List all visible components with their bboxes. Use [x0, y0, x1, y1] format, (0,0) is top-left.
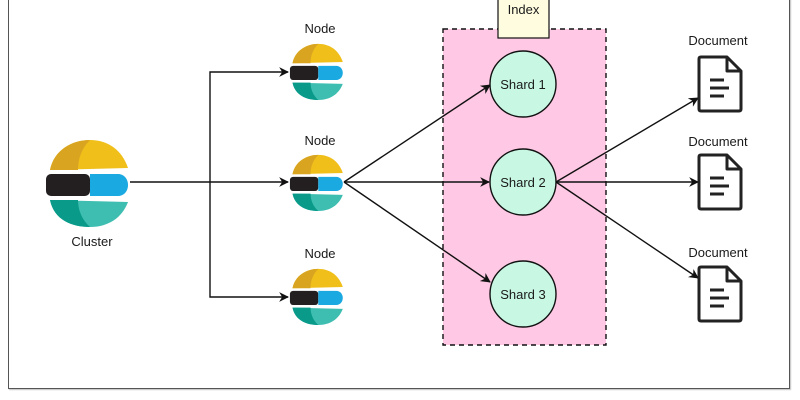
shard-2: Shard 2 — [489, 148, 557, 216]
elastic-logo-icon — [289, 268, 343, 325]
shard-circle — [489, 50, 557, 118]
document-label: Document — [688, 33, 748, 48]
elastic-logo-icon — [46, 140, 128, 227]
cluster-node: Cluster — [46, 140, 128, 249]
shard-label: Shard 1 — [500, 77, 546, 92]
shard-circle — [489, 260, 557, 328]
node-label: Node — [304, 21, 335, 36]
document-1: Document — [688, 33, 748, 113]
edge-node2-shard-1 — [343, 84, 491, 183]
node-label: Node — [304, 133, 335, 148]
edge-shard2-document-1 — [555, 97, 699, 183]
diagram-frame — [8, 0, 790, 389]
node-1: Node — [289, 21, 343, 100]
shard-3: Shard 3 — [489, 260, 557, 328]
cluster-label: Cluster — [71, 234, 113, 249]
shard-1: Shard 1 — [489, 50, 557, 118]
edge-shard2-document-3 — [555, 181, 699, 279]
edge-cluster-node-3 — [209, 182, 289, 302]
shard-label: Shard 3 — [500, 287, 546, 302]
shard-label: Shard 2 — [500, 175, 546, 190]
edge-node2-shard-3 — [343, 181, 491, 283]
node-label: Node — [304, 246, 335, 261]
edge-cluster-node-1 — [209, 67, 289, 182]
index-label-box — [497, 0, 550, 39]
node-2: Node — [289, 133, 343, 211]
document-icon — [697, 265, 743, 323]
node-shard-edges — [343, 84, 491, 283]
document-label: Document — [688, 245, 748, 260]
document-3: Document — [688, 245, 748, 323]
document-label: Document — [688, 134, 748, 149]
document-icon — [697, 153, 743, 211]
shard-circle — [489, 148, 557, 216]
index-label: Index — [508, 2, 540, 17]
shard-doc-edges — [555, 97, 699, 279]
document-2: Document — [688, 134, 748, 211]
elastic-logo-icon — [289, 43, 343, 100]
elastic-logo-icon — [289, 154, 343, 211]
cluster-edges — [130, 67, 289, 302]
document-icon — [697, 55, 743, 113]
node-3: Node — [289, 246, 343, 325]
